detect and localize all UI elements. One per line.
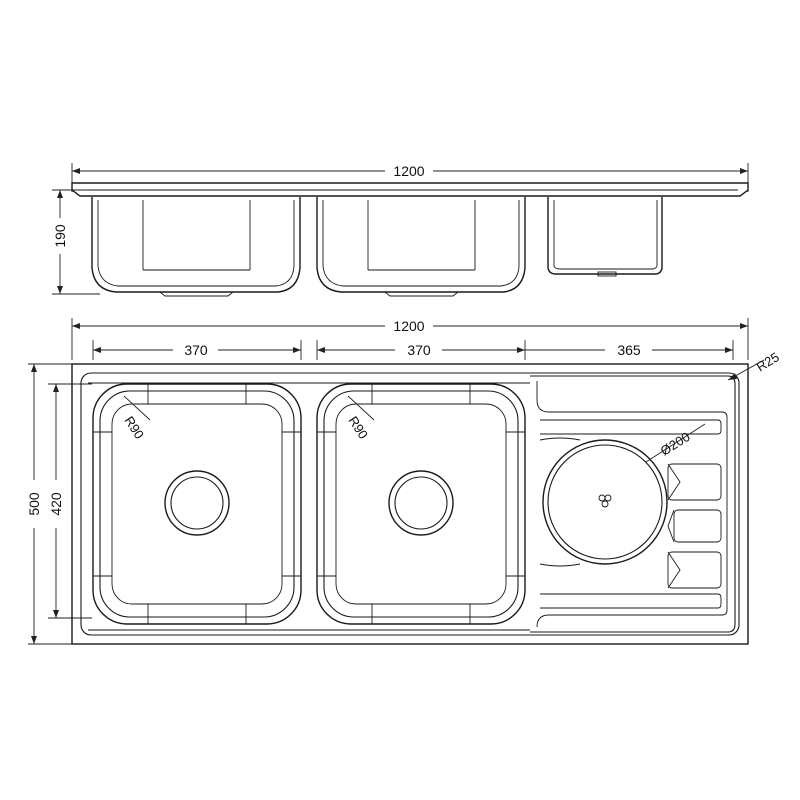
top-width-label: 1200 [393, 318, 424, 334]
corner-radius-label: R25 [754, 349, 782, 374]
bowl-2: R90 [316, 383, 526, 625]
bowl-1-width-label: 370 [184, 342, 208, 358]
bowl-depth-dimension: 420 [48, 383, 92, 619]
bowl-2-width-label: 370 [407, 342, 431, 358]
outer-rim [71, 363, 749, 645]
drain-icon [598, 494, 612, 508]
bowl-2-radius-label: R90 [345, 413, 371, 441]
drainer-diameter-label: Ø200 [658, 429, 693, 459]
round-drainer-bowl [542, 439, 668, 565]
side-bowl-2 [316, 197, 526, 297]
side-view: 1200 190 [52, 163, 749, 297]
rim-groove [88, 382, 530, 631]
side-height-dimension: 190 [52, 189, 100, 295]
side-bowl-1 [91, 197, 301, 297]
drainboard: Ø200 [530, 375, 736, 633]
depth-dimension: 500 [26, 363, 72, 645]
top-width-dimension: 1200 [71, 318, 749, 360]
bowl-1-radius-label: R90 [121, 413, 147, 441]
overall-depth-label: 500 [26, 492, 42, 516]
side-flange [71, 182, 749, 197]
top-view: R25 R90 [71, 349, 782, 645]
top-dimensions: 1200 370 370 365 [26, 318, 749, 645]
inner-rim [80, 372, 740, 636]
side-height-label: 190 [52, 224, 68, 248]
side-drainer-tray [547, 197, 663, 277]
bowl-depth-label: 420 [48, 492, 64, 516]
drain-outlet-1 [164, 470, 230, 536]
segment-dimensions: 370 370 365 [92, 340, 734, 360]
bowl-1: R90 [92, 383, 302, 625]
drainboard-width-label: 365 [617, 342, 641, 358]
side-width-dimension: 1200 [71, 163, 749, 192]
drain-outlet-2 [388, 470, 454, 536]
side-width-label: 1200 [393, 163, 424, 179]
